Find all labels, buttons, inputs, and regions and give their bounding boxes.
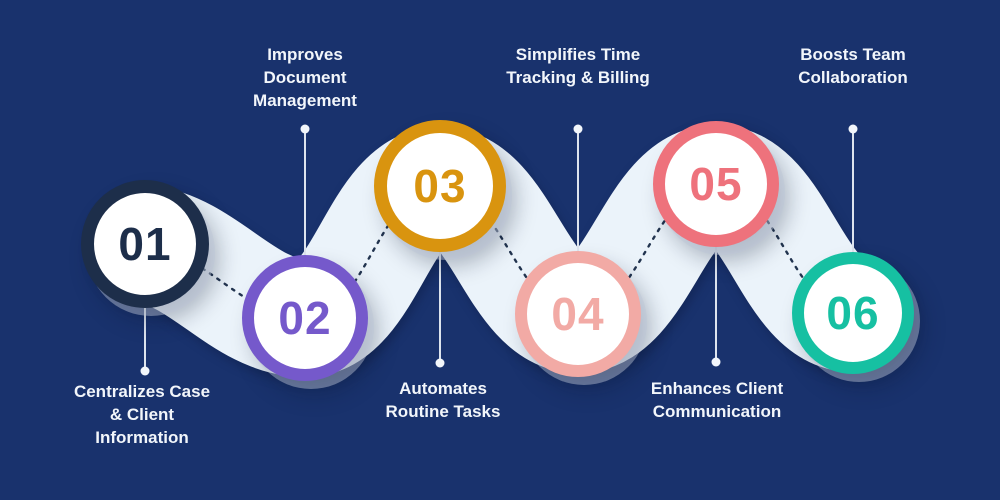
step-circle-04: 04 bbox=[515, 251, 641, 377]
step-number-01: 01 bbox=[118, 218, 172, 270]
step-circle-05: 05 bbox=[653, 121, 779, 247]
step-label-01: Centralizes Case & Client Information bbox=[73, 382, 211, 447]
step-number-03: 03 bbox=[413, 160, 467, 212]
step-circle-01: 01 bbox=[81, 180, 209, 308]
step-circle-03: 03 bbox=[374, 120, 506, 252]
step-label-03: Automates Routine Tasks bbox=[385, 379, 501, 421]
step-label-02: Improves Document Management bbox=[253, 45, 357, 110]
step-number-02: 02 bbox=[278, 292, 332, 344]
step-label-05: Enhances Client Communication bbox=[650, 379, 784, 421]
step-circle-02: 02 bbox=[242, 255, 368, 381]
stem-dot-01 bbox=[140, 366, 150, 376]
stem-dot-04 bbox=[573, 124, 583, 134]
step-number-05: 05 bbox=[689, 158, 743, 210]
stem-dot-05 bbox=[711, 357, 721, 367]
step-number-04: 04 bbox=[551, 288, 605, 340]
stem-dot-03 bbox=[435, 358, 445, 368]
step-number-06: 06 bbox=[826, 287, 880, 339]
stem-dot-06 bbox=[848, 124, 858, 134]
stem-lines bbox=[140, 124, 858, 376]
stem-dot-02 bbox=[300, 124, 310, 134]
step-label-04: Simplifies Time Tracking & Billing bbox=[506, 45, 650, 87]
step-label-06: Boosts Team Collaboration bbox=[798, 45, 908, 87]
step-circle-06: 06 bbox=[792, 252, 914, 374]
